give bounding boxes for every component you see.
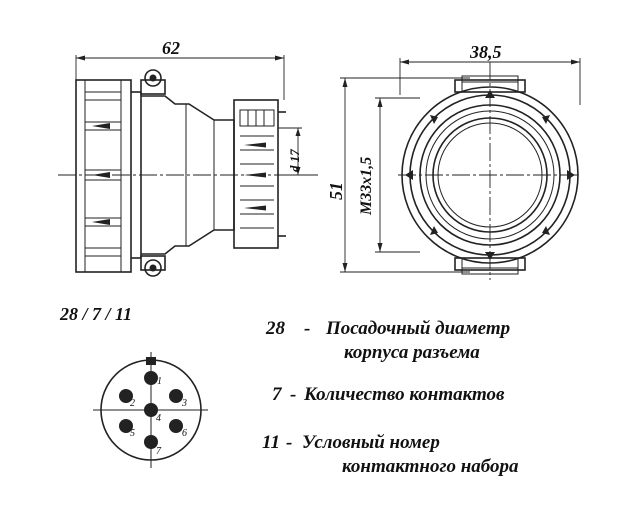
- pin-label-2: 2: [130, 398, 135, 409]
- pin-5: [119, 419, 133, 433]
- legend-text-3a: Условный номер: [302, 432, 440, 453]
- front-view: [340, 58, 581, 280]
- pin-layout: [93, 352, 208, 468]
- legend-text-2: Количество контактов: [304, 384, 505, 405]
- pin-7: [144, 435, 158, 449]
- product-code: 28 / 7 / 11: [60, 304, 133, 324]
- dim-width: 38,5: [470, 42, 502, 62]
- pin-2: [119, 389, 133, 403]
- pin-4: [144, 403, 158, 417]
- dim-diameter: d 17: [287, 149, 302, 172]
- pin-label-7: 7: [156, 446, 161, 457]
- legend-num-2: 7: [272, 384, 282, 405]
- pin-3: [169, 389, 183, 403]
- pin-label-5: 5: [130, 428, 135, 439]
- pin-label-6: 6: [182, 428, 187, 439]
- front-flange-bottom: [454, 257, 526, 275]
- legend-text-3b: контактного набора: [342, 456, 519, 477]
- flange-screw-top: [140, 69, 166, 95]
- legend-num-3: 11: [262, 432, 280, 453]
- dim-length: 62: [162, 38, 180, 58]
- pin-label-1: 1: [157, 376, 162, 387]
- pin-label-3: 3: [182, 398, 187, 409]
- legend-sep-3: -: [286, 432, 293, 453]
- ring-notches: [405, 90, 575, 260]
- dim-thread: M33x1,5: [358, 156, 375, 215]
- front-flange-top: [454, 75, 526, 93]
- pin-6: [169, 419, 183, 433]
- backshell-grooves: [240, 135, 274, 229]
- pin-label-4: 4: [156, 413, 161, 424]
- flange-screw-bottom: [140, 255, 166, 277]
- legend-sep-2: -: [290, 384, 297, 405]
- legend-text-1a: Посадочный диаметр: [326, 318, 511, 339]
- nut-ribs: [85, 91, 121, 257]
- dim-height: 51: [326, 182, 346, 200]
- side-view: [58, 55, 318, 277]
- legend-text-1b: корпуса разъема: [344, 342, 480, 363]
- legend-num-1: 28: [266, 318, 285, 339]
- legend-sep-1: -: [304, 318, 311, 339]
- pin-1: [144, 371, 158, 385]
